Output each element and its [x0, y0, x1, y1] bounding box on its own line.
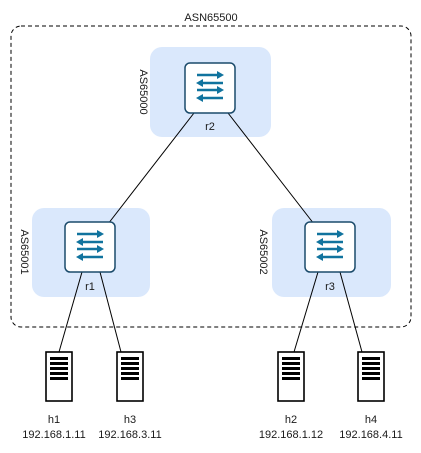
host-name: h3 — [124, 414, 136, 426]
router-r1[interactable]: r1 AS65001 — [18, 221, 116, 293]
host-ip: 192.168.3.11 — [98, 429, 161, 441]
host-ip: 192.168.1.12 — [259, 429, 323, 441]
switch-icon — [304, 221, 356, 273]
server-icon — [116, 351, 144, 402]
as-number-label: AS65000 — [137, 69, 149, 114]
host-ip: 192.168.1.11 — [22, 429, 85, 441]
host-name: h2 — [285, 414, 297, 426]
host-name: h4 — [365, 414, 377, 426]
host-h4[interactable]: h4 192.168.4.11 — [339, 351, 403, 441]
as-number-label: AS65001 — [18, 229, 30, 274]
as-number-label: AS65002 — [257, 229, 269, 274]
link-r2-r3 — [227, 112, 315, 225]
host-h1[interactable]: h1 192.168.1.11 — [22, 351, 86, 441]
server-icon — [277, 351, 305, 402]
server-icon — [357, 351, 385, 402]
host-h3[interactable]: h3 192.168.3.11 — [98, 351, 162, 441]
router-name: r1 — [85, 281, 95, 293]
switch-icon — [64, 221, 116, 273]
link-r1-h3 — [99, 271, 122, 353]
link-r1-h1 — [58, 271, 83, 353]
router-r2[interactable]: r2 AS65000 — [137, 62, 236, 133]
router-r3[interactable]: r3 AS65002 — [257, 221, 356, 293]
host-ip: 192.168.4.11 — [339, 429, 402, 441]
switch-icon — [184, 62, 236, 114]
router-name: r2 — [205, 121, 215, 133]
router-name: r3 — [325, 281, 335, 293]
host-name: h1 — [48, 414, 60, 426]
link-r2-r1 — [107, 112, 195, 225]
link-r3-h4 — [339, 271, 363, 353]
server-icon — [45, 351, 73, 402]
outer-as-group-label: ASN65500 — [184, 12, 237, 24]
links — [58, 112, 363, 353]
link-r3-h2 — [293, 271, 319, 353]
outer-as-group-border — [10, 25, 412, 328]
host-h2[interactable]: h2 192.168.1.12 — [259, 351, 323, 441]
